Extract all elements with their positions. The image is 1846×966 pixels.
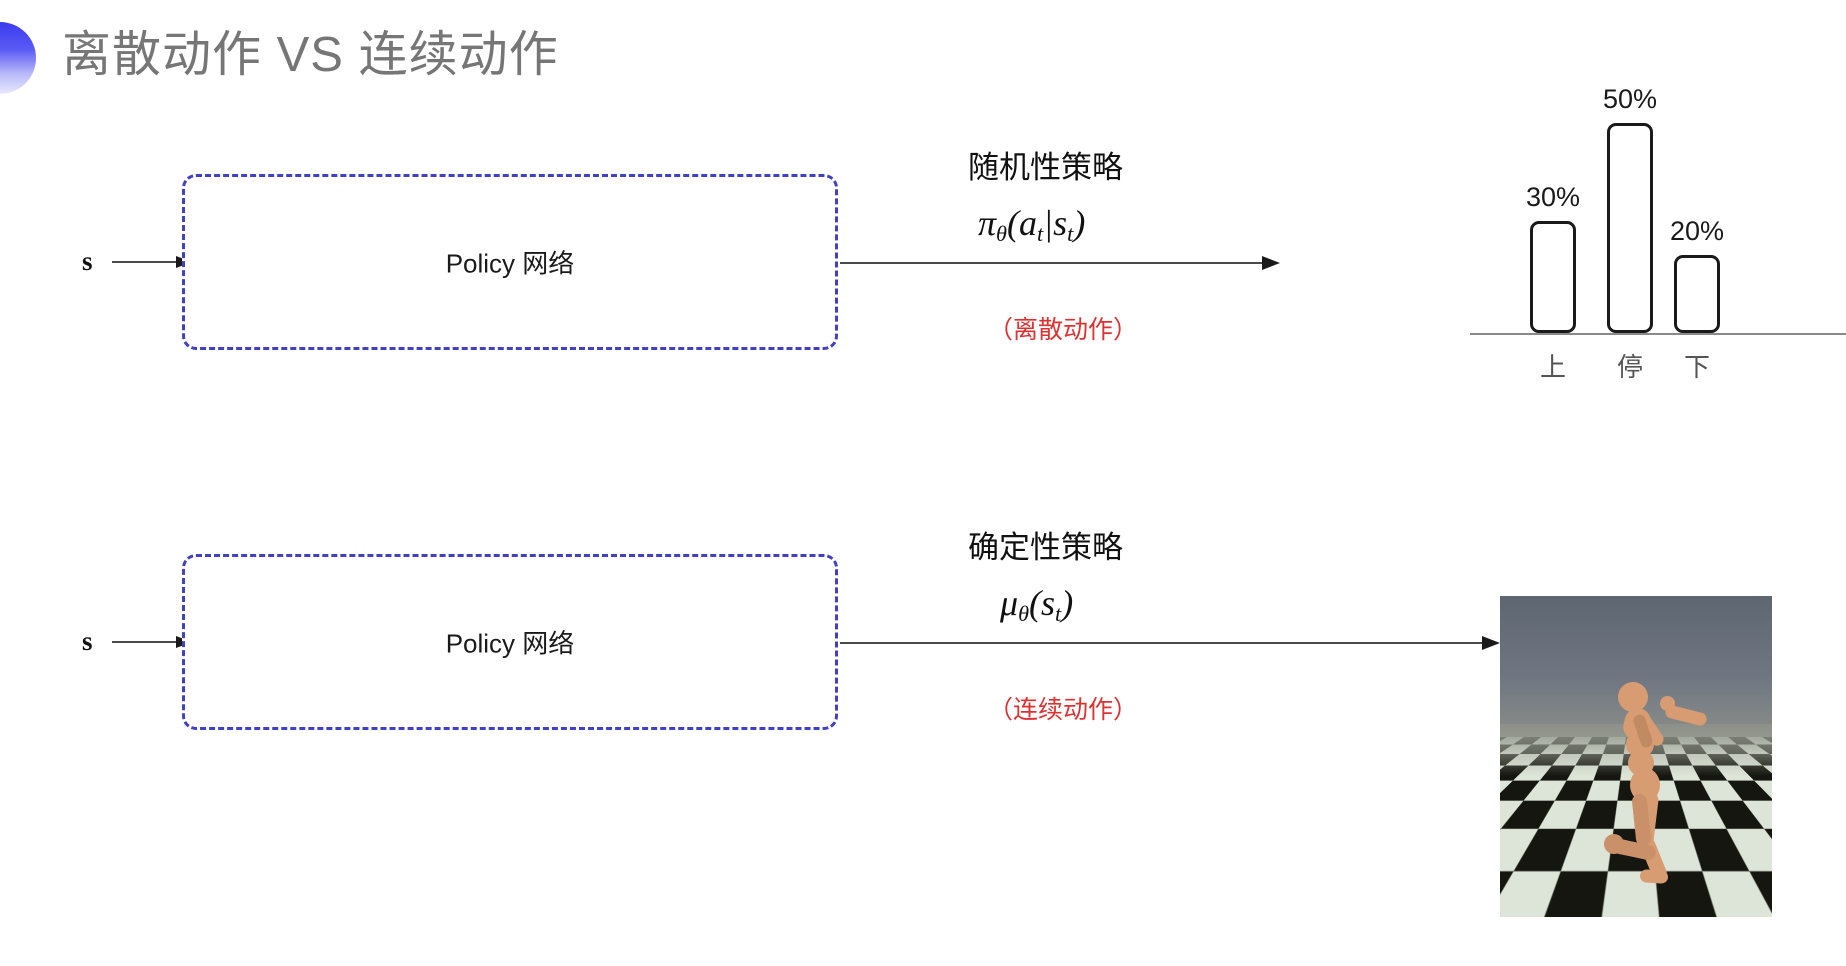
deterministic-policy-title: 确定性策略 — [968, 530, 1123, 565]
humanoid-simulation-image — [1500, 596, 1772, 917]
bar-item: 30% 上 — [1526, 182, 1580, 382]
stochastic-policy-title: 随机性策略 — [968, 150, 1123, 185]
continuous-policy-network-box[interactable]: Policy 网络 — [182, 554, 838, 730]
formula-theta: θ — [1018, 601, 1030, 627]
discrete-policy-network-label: Policy 网络 — [445, 248, 575, 279]
discrete-input-arrow-icon — [112, 255, 192, 269]
continuous-policy-network-label: Policy 网络 — [445, 628, 575, 659]
bar-item: 20% 下 — [1670, 216, 1724, 382]
formula-t1: t — [1037, 221, 1044, 247]
formula-pi: π — [978, 203, 997, 243]
formula-mu: μ — [1000, 583, 1019, 623]
humanoid-right-foot — [1639, 869, 1669, 884]
bar-category-label: 下 — [1683, 352, 1711, 382]
formula-open-a: (a — [1007, 203, 1038, 243]
bar-chart-baseline-axis — [1470, 333, 1846, 335]
action-probability-bar-chart: 30% 上 50% 停 20% 下 — [1470, 84, 1846, 395]
formula-bar-s: |s — [1043, 203, 1068, 243]
bar-rect — [1674, 255, 1720, 333]
bar-item: 50% 停 — [1603, 84, 1657, 382]
discrete-state-input-label: s — [82, 246, 93, 276]
continuous-output-arrow-icon — [840, 635, 1500, 651]
bar-category-label: 停 — [1616, 352, 1644, 382]
formula-t1: t — [1055, 601, 1062, 627]
deterministic-policy-formula: μθ(st) — [1000, 582, 1073, 627]
page-title: 离散动作 VS 连续动作 — [62, 28, 559, 82]
bar-rect — [1530, 221, 1576, 333]
bar-value-label: 30% — [1525, 182, 1581, 212]
continuous-input-arrow-icon — [112, 635, 192, 649]
bar-value-label: 20% — [1669, 216, 1725, 246]
bar-value-label: 50% — [1602, 84, 1658, 114]
discrete-output-arrow-icon — [840, 255, 1280, 271]
humanoid-right-hand — [1660, 696, 1675, 711]
title-decoration-circle-icon — [0, 22, 36, 94]
formula-open-s: (s — [1029, 583, 1056, 623]
formula-close: ) — [1061, 583, 1074, 623]
bar-category-label: 上 — [1539, 352, 1567, 382]
formula-theta: θ — [996, 221, 1008, 247]
discrete-action-note: （离散动作） — [988, 316, 1139, 344]
stochastic-policy-formula: πθ(at|st) — [978, 202, 1085, 247]
continuous-action-note: （连续动作） — [988, 696, 1139, 724]
formula-t2: t — [1067, 221, 1074, 247]
formula-close: ) — [1073, 203, 1086, 243]
bar-rect — [1607, 123, 1653, 333]
discrete-action-row: s Policy 网络 随机性策略 πθ(at|st) （离散动作） — [0, 150, 1846, 450]
discrete-policy-network-box[interactable]: Policy 网络 — [182, 174, 838, 350]
continuous-action-row: s Policy 网络 确定性策略 μθ(st) （连续动作） — [0, 530, 1846, 930]
continuous-state-input-label: s — [82, 626, 93, 656]
humanoid-head — [1618, 682, 1648, 712]
humanoid-left-foot — [1604, 834, 1624, 854]
